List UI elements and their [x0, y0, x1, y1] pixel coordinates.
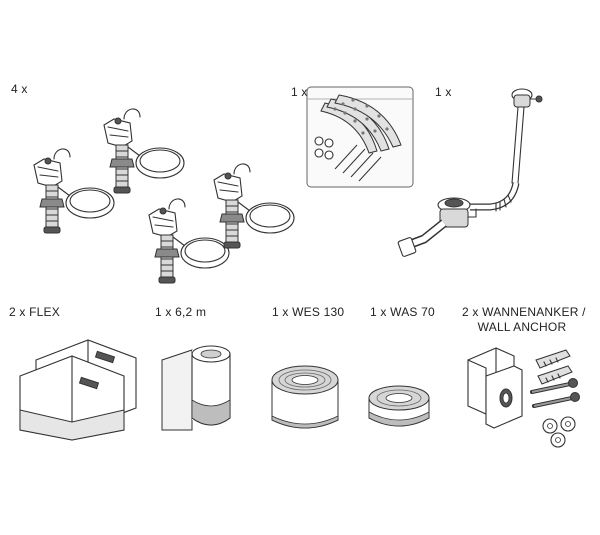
- sealing-tape-roll-icon: [161, 345, 231, 431]
- corner-seal-icon: [19, 339, 137, 441]
- was-label: 1 x WAS 70: [370, 305, 435, 319]
- wes-label: 1 x WES 130: [272, 305, 345, 319]
- bag-quantity-label: 1 x: [291, 85, 308, 99]
- anchor-label-line2: WALL ANCHOR: [477, 320, 567, 334]
- tape-label: 1 x 6,2 m: [155, 305, 207, 319]
- drain-quantity-label: 1 x: [435, 85, 452, 99]
- bathtub-foot-icon: [103, 108, 185, 194]
- bathtub-feet-group: [33, 108, 295, 284]
- anchor-label-line1: 2 x WANNENANKER /: [462, 305, 586, 319]
- feet-quantity-label: 4 x: [11, 82, 28, 96]
- screw-bag-icon: [306, 86, 414, 188]
- bath-drain-overflow-icon: [397, 88, 543, 257]
- wall-anchor-kit-icon: [467, 347, 580, 448]
- anchor-label: 2 x WANNENANKER / WALL ANCHOR: [462, 305, 586, 335]
- flex-label: 2 x FLEX: [9, 305, 60, 319]
- bathtub-foot-icon: [33, 148, 115, 234]
- wall-seal-roll-icon: [368, 385, 430, 427]
- bathtub-foot-icon: [148, 198, 230, 284]
- bathtub-foot-icon: [213, 163, 295, 249]
- wall-seal-roll-icon: [271, 365, 339, 429]
